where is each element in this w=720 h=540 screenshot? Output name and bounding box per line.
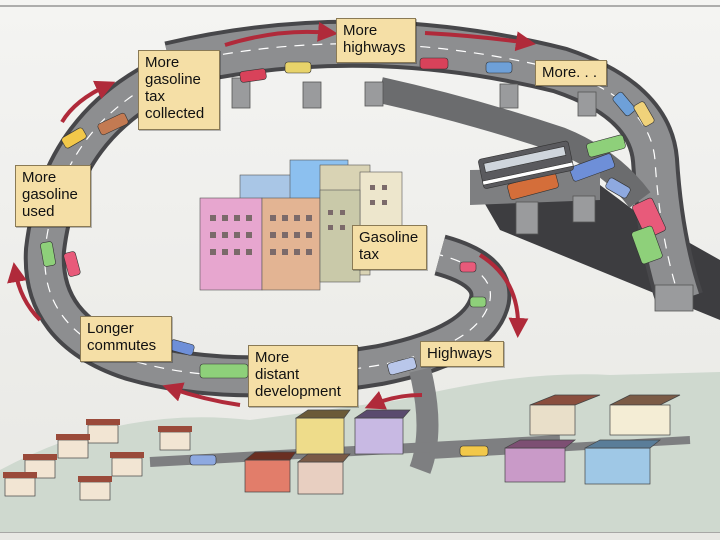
car-icon bbox=[485, 61, 513, 74]
label-line: highways bbox=[343, 39, 406, 56]
label-line: development bbox=[255, 383, 341, 400]
house-icon bbox=[529, 394, 601, 436]
car-icon bbox=[569, 153, 615, 182]
car-icon bbox=[459, 261, 477, 273]
label-line: More bbox=[343, 22, 378, 39]
label-line: tax bbox=[359, 246, 380, 263]
car-icon bbox=[63, 251, 81, 277]
label-line: More. . . bbox=[542, 64, 598, 81]
arrow-icon bbox=[364, 391, 423, 410]
car-icon bbox=[284, 61, 312, 74]
car-icon bbox=[387, 356, 417, 376]
car-icon bbox=[632, 197, 666, 239]
bus-icon bbox=[478, 140, 574, 189]
label-longer-commutes: Longer commutes bbox=[80, 316, 172, 362]
label-line: More bbox=[145, 54, 180, 71]
car-icon bbox=[189, 454, 217, 466]
arrow-icon bbox=[478, 253, 529, 338]
cars bbox=[40, 57, 666, 466]
label-gasoline-tax: Gasoline tax bbox=[352, 225, 427, 270]
arrow-icon bbox=[60, 80, 116, 124]
car-icon bbox=[605, 177, 631, 199]
car-icon bbox=[633, 101, 655, 127]
car-icon bbox=[239, 68, 267, 83]
label-line: collected bbox=[145, 105, 205, 122]
house-icon bbox=[609, 394, 681, 436]
downtown-buildings bbox=[199, 159, 403, 291]
label-line: More bbox=[255, 349, 290, 366]
road-pillars bbox=[231, 77, 694, 312]
label-line: used bbox=[22, 203, 55, 220]
car-icon bbox=[459, 445, 489, 457]
car-icon bbox=[199, 363, 249, 379]
house-icon bbox=[244, 451, 297, 493]
house-icon bbox=[294, 409, 351, 455]
label-line: commutes bbox=[87, 337, 157, 354]
car-icon bbox=[631, 225, 663, 265]
car-icon bbox=[61, 127, 87, 149]
houses bbox=[3, 394, 681, 501]
label-more-highways: More highways bbox=[336, 18, 416, 63]
label-more-gasoline-tax-collected: More gasoline tax collected bbox=[138, 50, 220, 130]
house-icon bbox=[504, 439, 576, 483]
label-line: More bbox=[22, 169, 57, 186]
label-line: gasoline bbox=[145, 71, 201, 88]
car-icon bbox=[40, 241, 56, 267]
arrow-icon bbox=[7, 262, 42, 322]
car-icon bbox=[586, 134, 626, 158]
car-icon bbox=[419, 57, 449, 70]
label-more-gasoline-used: More gasoline used bbox=[15, 165, 91, 227]
arrow-icon bbox=[162, 382, 241, 407]
car-icon bbox=[97, 112, 129, 136]
house-icon bbox=[584, 439, 661, 485]
house-roofs bbox=[3, 419, 192, 482]
label-line: Gasoline bbox=[359, 229, 419, 246]
label-more-ellipsis: More. . . bbox=[535, 60, 607, 86]
label-highways: Highways bbox=[420, 341, 504, 367]
car-icon bbox=[469, 296, 487, 308]
house-icon bbox=[297, 453, 351, 495]
car-icon bbox=[612, 91, 636, 117]
label-line: tax bbox=[145, 88, 166, 105]
label-more-distant-development: More distant development bbox=[248, 345, 358, 407]
arrow-icon bbox=[424, 31, 536, 52]
house-icon bbox=[353, 409, 411, 455]
flow-arrows bbox=[7, 21, 536, 410]
label-line: gasoline bbox=[22, 186, 78, 203]
label-line: Longer bbox=[87, 320, 134, 337]
label-line: distant bbox=[255, 366, 300, 383]
arrow-icon bbox=[224, 21, 338, 47]
label-line: Highways bbox=[427, 345, 493, 362]
